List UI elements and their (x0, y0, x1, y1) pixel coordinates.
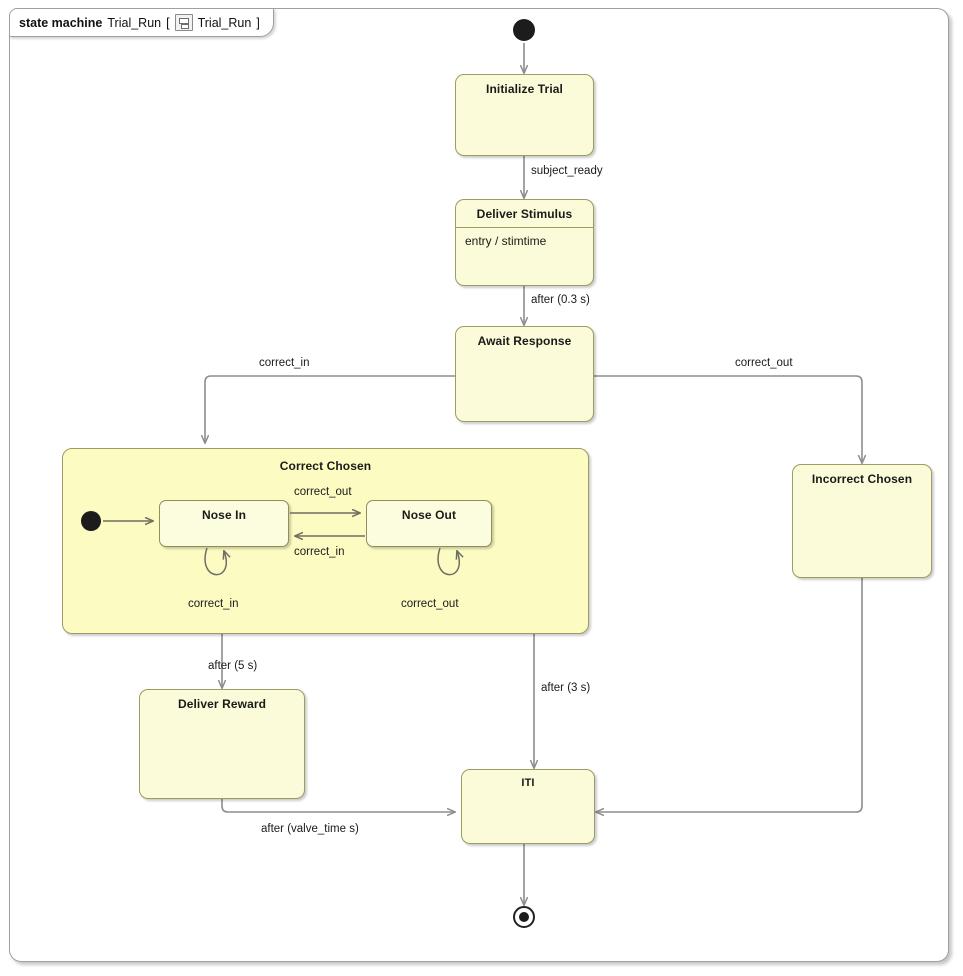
label-after-5s: after (5 s) (208, 660, 258, 672)
label-after-03s: after (0.3 s) (531, 294, 590, 306)
state-incorrect-chosen[interactable]: Incorrect Chosen (792, 464, 932, 578)
state-title: Deliver Reward (177, 697, 267, 711)
state-initialize-trial[interactable]: Initialize Trial (455, 74, 594, 156)
state-title: Correct Chosen (279, 459, 372, 473)
composite-state-correct-chosen[interactable]: Correct Chosen (62, 448, 589, 634)
state-title: Incorrect Chosen (811, 472, 913, 486)
state-deliver-stimulus[interactable]: Deliver Stimulus entry / stimtime (455, 199, 594, 286)
state-title: Deliver Stimulus (476, 207, 573, 221)
state-entry-behavior: entry / stimtime (465, 234, 547, 248)
state-nose-in[interactable]: Nose In (159, 500, 289, 547)
diagram-frame-header: state machine Trial_Run [ Trial_Run ] (9, 8, 274, 37)
label-self-loop-nose-out: correct_out (401, 598, 459, 610)
label-correct-in-inner: correct_in (294, 546, 345, 558)
state-await-response[interactable]: Await Response (455, 326, 594, 422)
state-title: Await Response (477, 334, 572, 348)
state-deliver-reward[interactable]: Deliver Reward (139, 689, 305, 799)
label-after-valve-time: after (valve_time s) (261, 823, 359, 835)
state-nose-out[interactable]: Nose Out (366, 500, 492, 547)
state-title: Nose Out (401, 508, 457, 522)
label-correct-out-right: correct_out (735, 357, 793, 369)
diagram-kind-label: state machine (19, 15, 103, 30)
state-title: Initialize Trial (486, 82, 563, 96)
label-self-loop-nose-in: correct_in (188, 598, 239, 610)
bracket-open: [ (166, 15, 170, 30)
label-correct-in-left: correct_in (259, 357, 310, 369)
composite-initial-pseudostate (81, 511, 101, 531)
initial-pseudostate (513, 19, 535, 41)
diagram-scope-label: Trial_Run (197, 15, 252, 30)
final-state-node (513, 906, 535, 928)
state-title: Nose In (201, 508, 247, 522)
state-iti[interactable]: ITI (461, 769, 595, 844)
state-title: ITI (521, 777, 535, 789)
label-correct-out-inner: correct_out (294, 486, 352, 498)
state-machine-icon (174, 14, 193, 31)
label-after-3s: after (3 s) (541, 682, 591, 694)
label-subject-ready: subject_ready (531, 165, 603, 177)
state-compartment-divider (456, 227, 593, 228)
bracket-close: ] (256, 15, 260, 30)
diagram-name-label: Trial_Run (107, 15, 162, 30)
